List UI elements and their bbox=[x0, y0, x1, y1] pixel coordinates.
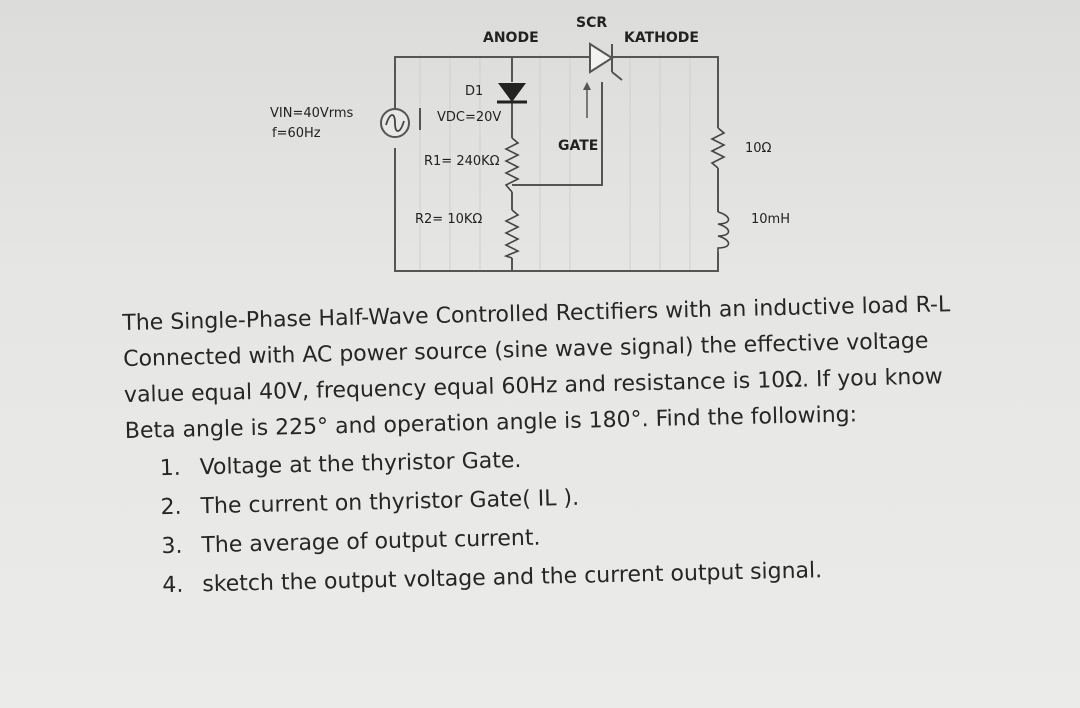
top-wire bbox=[394, 56, 590, 123]
inductor-label: 10mH bbox=[751, 212, 790, 227]
question-number: 4. bbox=[162, 572, 184, 599]
inductor-icon bbox=[717, 211, 730, 252]
gate-arrow-icon bbox=[583, 82, 591, 118]
problem-text: The Single-Phase Half-Wave Controlled Re… bbox=[122, 292, 951, 444]
question-number: 3. bbox=[161, 533, 183, 560]
question-text: The current on thyristor Gate( IL ). bbox=[200, 485, 580, 520]
question-text: sketch the output voltage and the curren… bbox=[202, 558, 823, 598]
gate-wire bbox=[512, 82, 603, 186]
ac-source-icon bbox=[380, 108, 410, 138]
resistor-icon bbox=[503, 209, 520, 259]
gate-label: GATE bbox=[558, 138, 599, 154]
r2-label: R2= 10KΩ bbox=[415, 212, 483, 227]
d1-label: D1 bbox=[465, 84, 484, 99]
diode-icon bbox=[497, 83, 527, 104]
scr-icon bbox=[589, 42, 623, 81]
frequency-label: f=60Hz bbox=[272, 126, 321, 141]
paper-grid bbox=[419, 55, 691, 270]
vin-label: VIN=40Vrms bbox=[270, 106, 354, 121]
resistor-icon bbox=[710, 127, 726, 169]
r1-label: R1= 240KΩ bbox=[424, 154, 500, 169]
load-resistor-label: 10Ω bbox=[745, 141, 772, 156]
kathode-label: KATHODE bbox=[624, 30, 699, 46]
question-list: 1. Voltage at the thyristor Gate. 2. The c… bbox=[125, 430, 988, 605]
question-number: 2. bbox=[160, 494, 182, 521]
scr-label: SCR bbox=[576, 15, 608, 31]
circuit-diagram bbox=[380, 42, 730, 272]
problem-statement: The Single-Phase Half-Wave Controlled Re… bbox=[122, 286, 989, 605]
top-wire-right bbox=[612, 56, 719, 128]
question-text: The average of output current. bbox=[201, 525, 541, 559]
question-number: 1. bbox=[159, 455, 181, 482]
anode-label: ANODE bbox=[483, 30, 539, 46]
vdc-label: VDC=20V bbox=[437, 110, 502, 125]
bottom-wire bbox=[394, 148, 719, 272]
resistor-icon bbox=[504, 137, 520, 193]
question-text: Voltage at the thyristor Gate. bbox=[199, 447, 522, 481]
